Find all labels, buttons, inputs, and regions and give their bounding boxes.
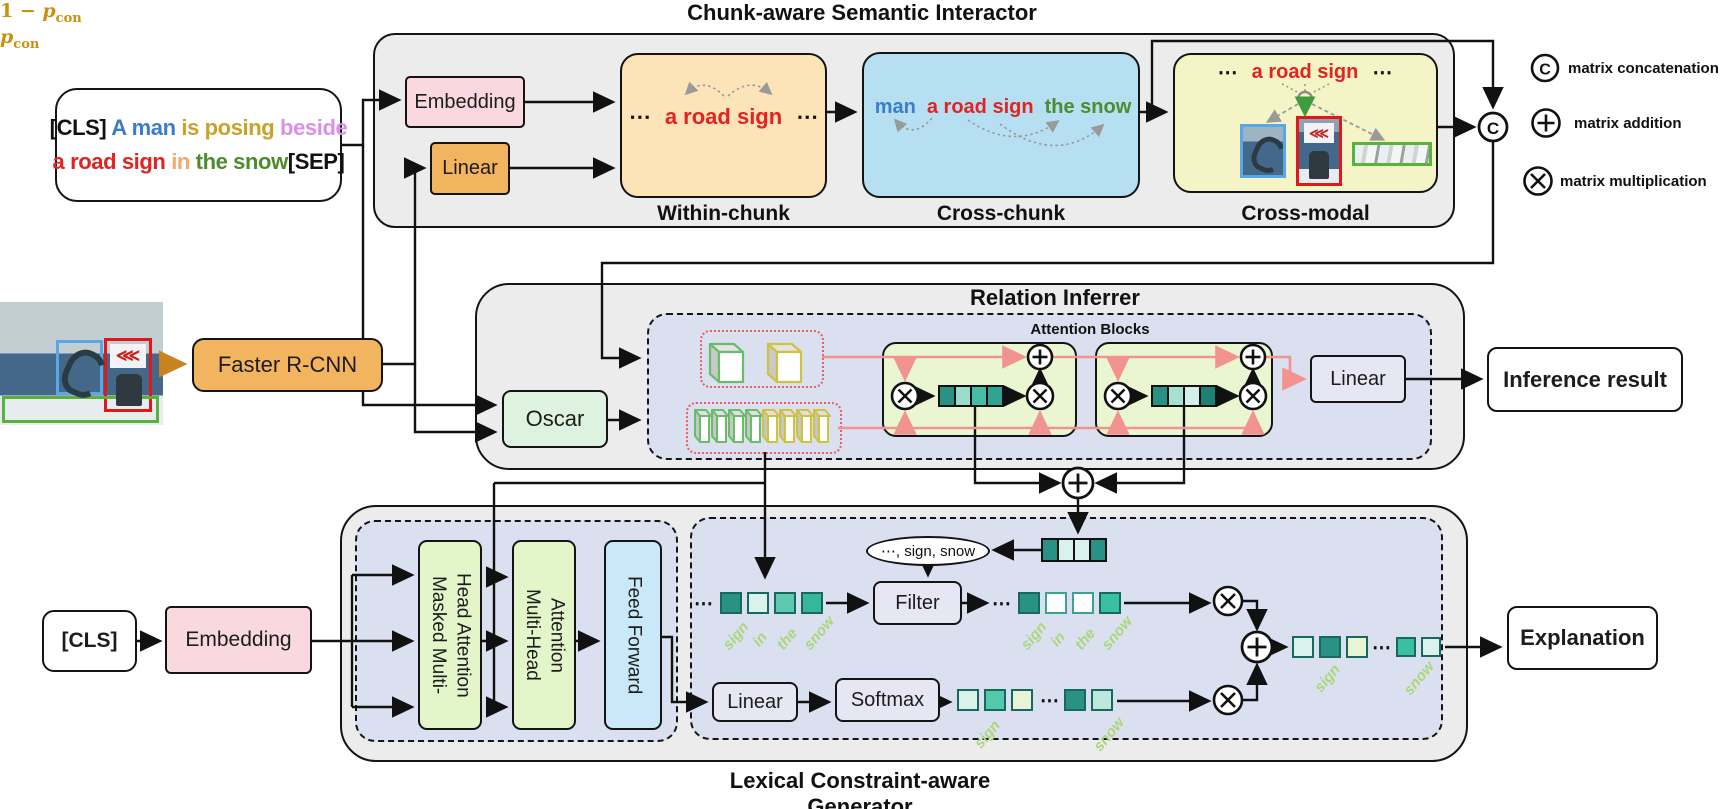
svg-text:C: C [1539,62,1551,79]
interactor-title: Chunk-aware Semantic Interactor [687,0,1037,25]
addition-icon [1531,108,1561,138]
input-image: ⋘ [0,302,163,425]
concat-icon: C [1530,53,1560,83]
snow-bbox [2,396,159,423]
filter-box: Filter [873,581,962,625]
masked-mha-box: Masked Multi-Head Attention [418,540,482,730]
embedding-box: Embedding [405,76,525,128]
ellipsis: ⋯ [1217,62,1238,84]
ellipsis: ⋯ [694,594,713,615]
person-bbox [56,340,103,395]
cross-modal-phrase: ⋯a road sign⋯ [1217,61,1393,84]
output-cells-b [1396,637,1441,657]
within-chunk-label: Within-chunk [657,202,790,225]
prob-top-label: 1 − pcon [0,0,82,26]
input-sentence-box: [CLS] A man is posing beside a road sign… [50,88,348,202]
person-silhouette [1247,132,1283,175]
attention1-cells [938,385,1004,407]
constraint-vector-cells [1041,538,1107,562]
legend-mul-label: matrix multiplication [1560,173,1707,190]
inference-result-box: Inference result [1487,347,1683,412]
ellipsis: ⋯ [992,594,1011,615]
embedding-box-generator: Embedding [165,606,312,674]
sign-base [116,374,142,406]
attention-blocks-label: Attention Blocks [1030,321,1150,338]
softmax-cells-b [1064,689,1113,711]
cls-box: [CLS] [42,610,137,672]
sentence-line-1: [CLS] A man is posing beside [49,114,348,140]
softmax-box: Softmax [835,678,940,722]
legend-concat-label: matrix concatenation [1568,60,1719,77]
feed-forward-box: Feed Forward [604,540,662,730]
linear-box-top: Linear [430,142,510,195]
cross-chunk-label: Cross-chunk [936,202,1066,225]
attention2-cells [1151,385,1217,407]
within-chunk-phrase: ⋯a road sign⋯ [628,104,819,129]
svg-text:C: C [1487,119,1499,138]
cross-chunk-box [862,52,1140,198]
snow-crop [1352,142,1432,166]
explanation-box: Explanation [1507,606,1658,670]
sentence-line-2: a road sign in the snow[SEP] [52,149,345,174]
oscar-box: Oscar [502,390,608,448]
faster-rcnn-box: Faster R-CNN [192,338,383,392]
output-cells-a [1292,636,1368,658]
legend-icons: C [1523,53,1561,196]
chunk-feature-group [700,330,824,388]
constraint-words-ellipse: ⋯, sign, snow [866,536,990,566]
sign-base [1309,151,1329,179]
road-sign-bbox [104,338,152,412]
linear-box-inferrer: Linear [1310,355,1406,403]
generator-title: Lexical Constraint-aware Generator [729,768,991,809]
ellipsis: ⋯ [1372,638,1391,659]
multiplication-icon [1523,166,1553,196]
legend-add-label: matrix addition [1574,115,1682,132]
inferrer-title: Relation Inferrer [970,285,1140,310]
sign-panel: ⋘ [110,344,146,368]
ellipsis: ⋯ [796,104,819,129]
constraint-row-cells [720,592,823,614]
ellipsis: ⋯ [1040,691,1059,712]
ellipsis: ⋯ [1372,62,1393,84]
softmax-cells-a [957,689,1033,711]
filtered-row-cells [1018,592,1121,614]
sign-crop: ⋘ [1296,116,1342,186]
concat-node: C [1477,111,1509,143]
fusion-add-node [1061,466,1095,500]
token-feature-group [686,402,842,454]
person-crop [1240,124,1286,178]
ellipsis: ⋯ [628,104,651,129]
prob-bottom-label: pcon [0,25,40,52]
sign-panel: ⋘ [1304,123,1334,143]
linear-box-generator: Linear [712,682,798,722]
cross-modal-label: Cross-modal [1241,202,1370,225]
